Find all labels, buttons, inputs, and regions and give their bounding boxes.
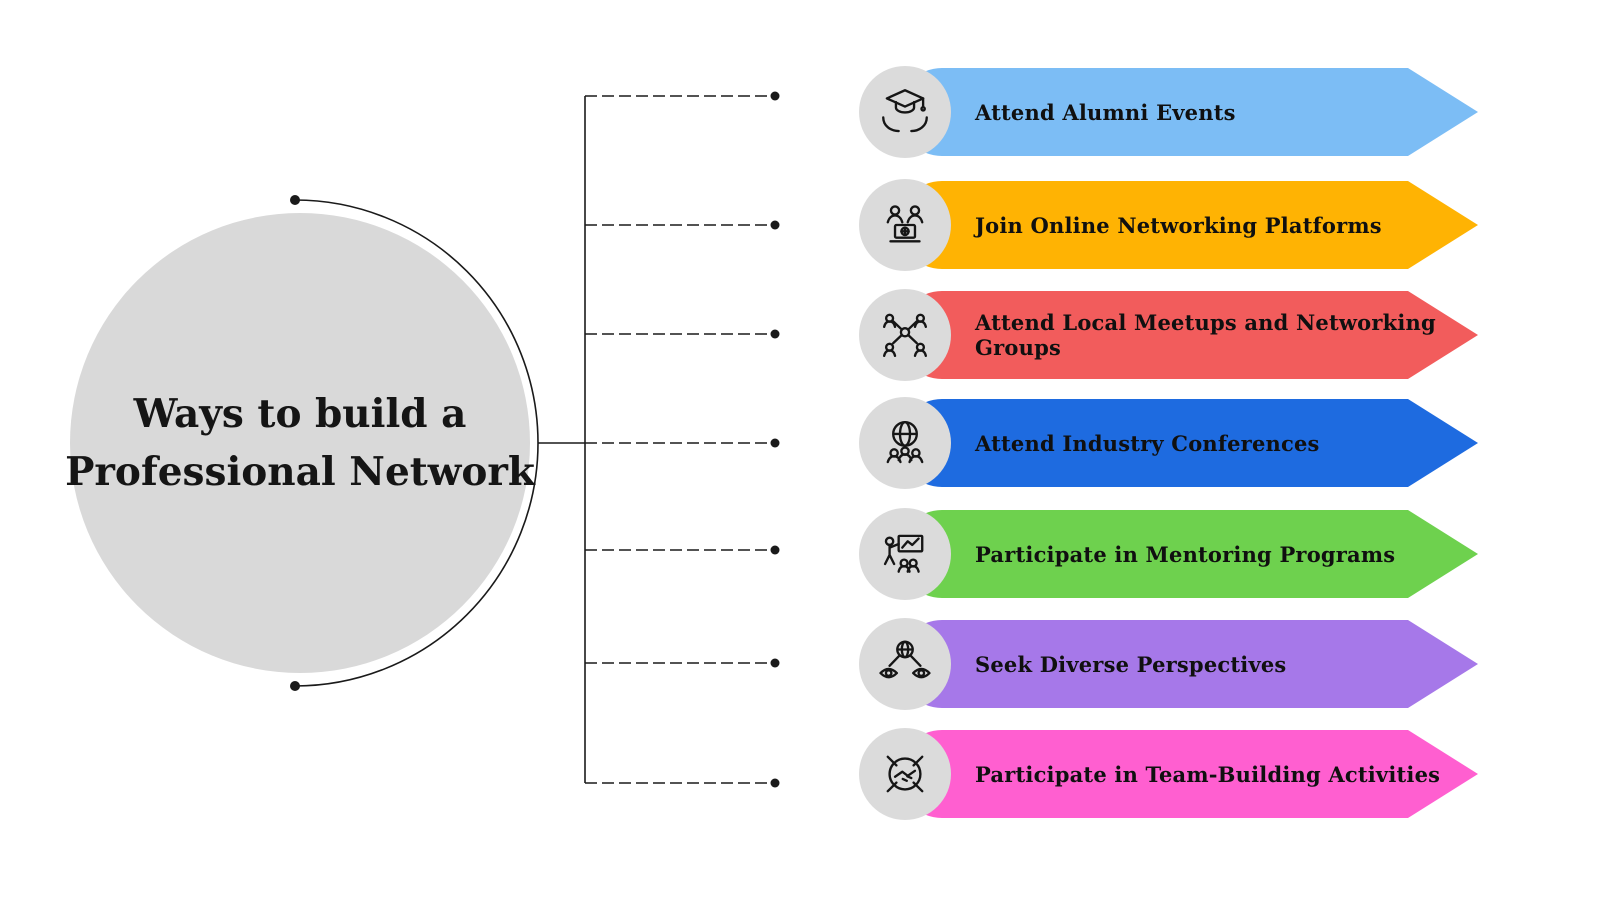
people-network-icon	[882, 313, 928, 358]
hands-together-icon	[886, 755, 924, 793]
banner-label: Join Online Networking Platforms	[975, 212, 1382, 238]
presentation-mentor-icon	[883, 534, 924, 573]
banner-band	[898, 730, 1408, 818]
icon-circle	[859, 618, 951, 710]
banner-band	[898, 399, 1408, 487]
title-line-2: Professional Network	[65, 449, 535, 495]
banner-row-online-platforms: Join Online Networking Platforms	[859, 179, 1579, 271]
icon-circle	[859, 289, 951, 381]
banner-arrow-tip	[1408, 620, 1478, 708]
banner-row-local-meetups: Attend Local Meetups and Networking Grou…	[859, 289, 1579, 381]
banner-label: Attend Local Meetups and Networking Grou…	[975, 310, 1436, 360]
banner-arrow-tip	[1408, 291, 1478, 379]
banner-label: Participate in Mentoring Programs	[975, 541, 1396, 567]
banner-arrow-tip	[1408, 68, 1478, 156]
banner-band	[898, 68, 1408, 156]
banner-band	[898, 291, 1408, 379]
banner-band	[898, 510, 1408, 598]
banner-row-team-building: Participate in Team-Building Activities	[859, 728, 1579, 820]
banner-label: Seek Diverse Perspectives	[975, 651, 1287, 677]
icon-circle	[859, 508, 951, 600]
banner-label: Attend Industry Conferences	[975, 430, 1320, 456]
banner-arrow-tip	[1408, 510, 1478, 598]
title-line-1: Ways to build a	[133, 390, 467, 437]
icon-circle	[859, 179, 951, 271]
banner-band	[898, 620, 1408, 708]
banner-row-alumni-events: Attend Alumni Events	[859, 66, 1579, 158]
icon-circle	[859, 728, 951, 820]
laptop-meeting-icon	[886, 205, 924, 243]
banner-row-diverse-perspectives: Seek Diverse Perspectives	[859, 618, 1579, 710]
graduation-cap-hands-icon	[882, 89, 928, 133]
globe-audience-icon	[886, 420, 924, 464]
banner-arrow-tip	[1408, 730, 1478, 818]
banner-arrow-tip	[1408, 181, 1478, 269]
banner-row-mentoring-programs: Participate in Mentoring Programs	[859, 508, 1579, 600]
banner-arrow-tip	[1408, 399, 1478, 487]
central-topic-circle: Ways to build a Professional Network	[65, 213, 535, 673]
globe-eyes-icon	[879, 640, 931, 679]
banner-row-industry-conferences: Attend Industry Conferences	[859, 397, 1579, 489]
banner-label: Participate in Team-Building Activities	[975, 761, 1441, 787]
banner-label: Attend Alumni Events	[975, 99, 1236, 125]
icon-circle	[859, 397, 951, 489]
banner-band	[898, 181, 1408, 269]
icon-circle	[859, 66, 951, 158]
